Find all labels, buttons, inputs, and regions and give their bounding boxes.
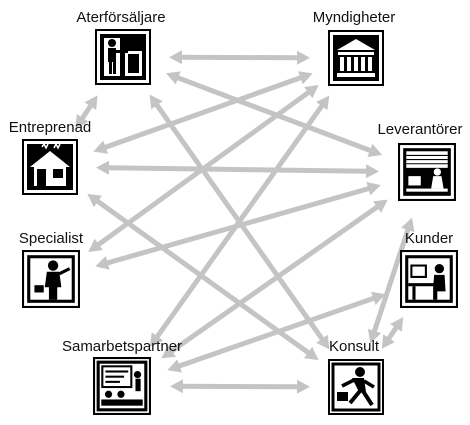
node-leverantorer: Leverantörer [377,121,463,201]
arrow-line [174,74,374,154]
arrow-kunder-konsult [381,317,404,349]
government-building-icon [328,30,384,86]
arrow-line [101,74,305,151]
arrow-entreprenad-leverantorer [95,160,380,179]
arrow-head [373,199,388,213]
node-samarbetspartner: Samarbetspartner [62,338,182,415]
arrow-head [95,256,110,270]
arrow-head [149,332,164,347]
arrow-head [161,345,176,359]
arrow-head [95,160,110,175]
arrow-line [105,165,370,174]
node-label-aterforsaljare: Aterförsäljare [76,9,165,26]
node-label-samarbetspartner: Samarbetspartner [62,338,182,355]
specialist-person-icon [22,250,80,308]
warehouse-worker-icon [398,143,456,201]
arrow-head [316,334,330,350]
arrow-line [153,102,326,341]
arrow-head [390,317,404,332]
arrow-samarbetspartner-myndigheter [149,95,330,347]
arrow-leverantorer-konsult [367,217,415,344]
arrow-samarbetspartner-konsult [169,379,311,394]
arrow-head [75,113,89,129]
arrow-head [88,238,103,253]
arrow-head [304,346,319,361]
node-label-leverantorer: Leverantörer [377,121,462,138]
node-label-konsult: Konsult [329,338,380,355]
connection-arrows [75,50,415,394]
computer-user-icon [400,250,458,308]
node-label-kunder: Kunder [405,230,453,247]
node-specialist: Specialist [19,230,84,308]
arrow-line [168,203,381,355]
arrow-head [298,71,313,85]
arrow-head [366,181,381,196]
arrow-head [381,334,395,349]
arrow-head [370,291,386,306]
arrow-head [401,217,415,233]
meeting-icon [92,357,152,415]
arrow-head [84,95,98,111]
arrow-kunder-samarbetspartner [167,291,386,373]
node-label-myndigheter: Myndigheter [313,9,396,26]
arrow-head [365,164,380,179]
arrow-aterforsaljare-entreprenad [75,95,98,129]
node-label-specialist: Specialist [19,230,84,247]
arrow-head [296,379,311,394]
arrow-head [316,95,330,111]
construction-house-icon [22,138,78,196]
arrow-head [296,50,311,65]
arrow-head [168,50,183,65]
node-kunder: Kunder [400,230,458,308]
node-myndigheter: Myndigheter [313,9,396,86]
arrow-line [179,383,301,390]
arrow-myndigheter-entreprenad [93,71,313,154]
arrow-head [93,140,108,154]
node-label-entreprenad: Entreprenad [9,119,92,136]
node-aterforsaljare: Aterförsäljare [76,9,166,86]
arrow-line [175,295,377,370]
arrow-head [149,94,163,110]
running-consultant-icon [328,359,384,415]
arrow-line [385,323,400,343]
node-entreprenad: Entreprenad [9,119,92,196]
arrow-head [367,143,383,157]
arrow-head [87,193,102,208]
node-konsult: Konsult [328,338,384,415]
arrow-line [78,102,95,122]
arrow-line [371,226,412,335]
arrow-head [167,359,182,373]
arrow-head [169,379,184,394]
arrow-head [367,328,382,344]
presenter-icon [95,28,151,86]
arrow-entreprenad-konsult [87,193,319,361]
arrow-leverantorer-samarbetspartner [161,199,388,359]
arrow-head [304,84,319,99]
arrow-aterforsaljare-myndigheter [168,50,311,65]
arrow-aterforsaljare-leverantorer [166,71,383,157]
arrow-line [178,54,301,61]
arrow-line [94,197,312,357]
arrow-head [166,71,181,85]
